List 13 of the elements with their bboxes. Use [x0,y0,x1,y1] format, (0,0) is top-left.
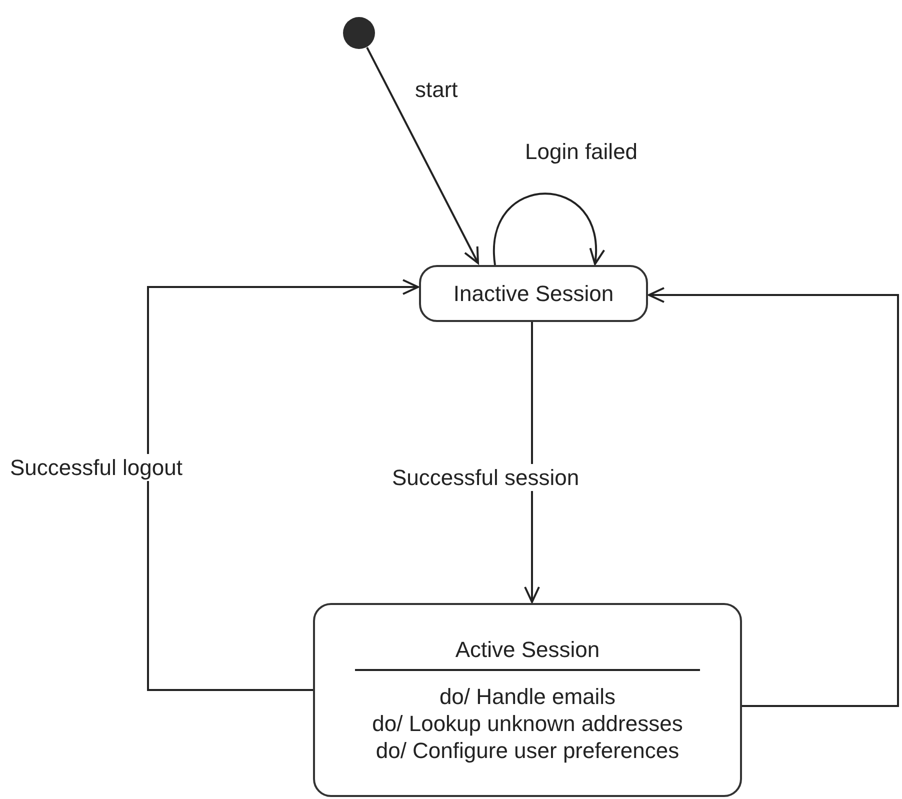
activity-text: do/ Lookup unknown addresses [372,710,683,737]
state-box [419,265,648,322]
activity-text: do/ Handle emails [439,683,616,710]
transition-arrow [493,192,604,266]
transition-arrow [648,287,899,707]
transition-arrow [524,322,540,603]
state-name: Active Session [455,636,600,663]
transition-arrow [366,46,479,264]
activity-text: do/ Configure user preferences [376,737,680,764]
transition-arrow [147,279,419,691]
state-box [313,603,742,797]
edge-label: Successful logout [8,454,184,481]
state-name: Inactive Session [453,280,614,307]
